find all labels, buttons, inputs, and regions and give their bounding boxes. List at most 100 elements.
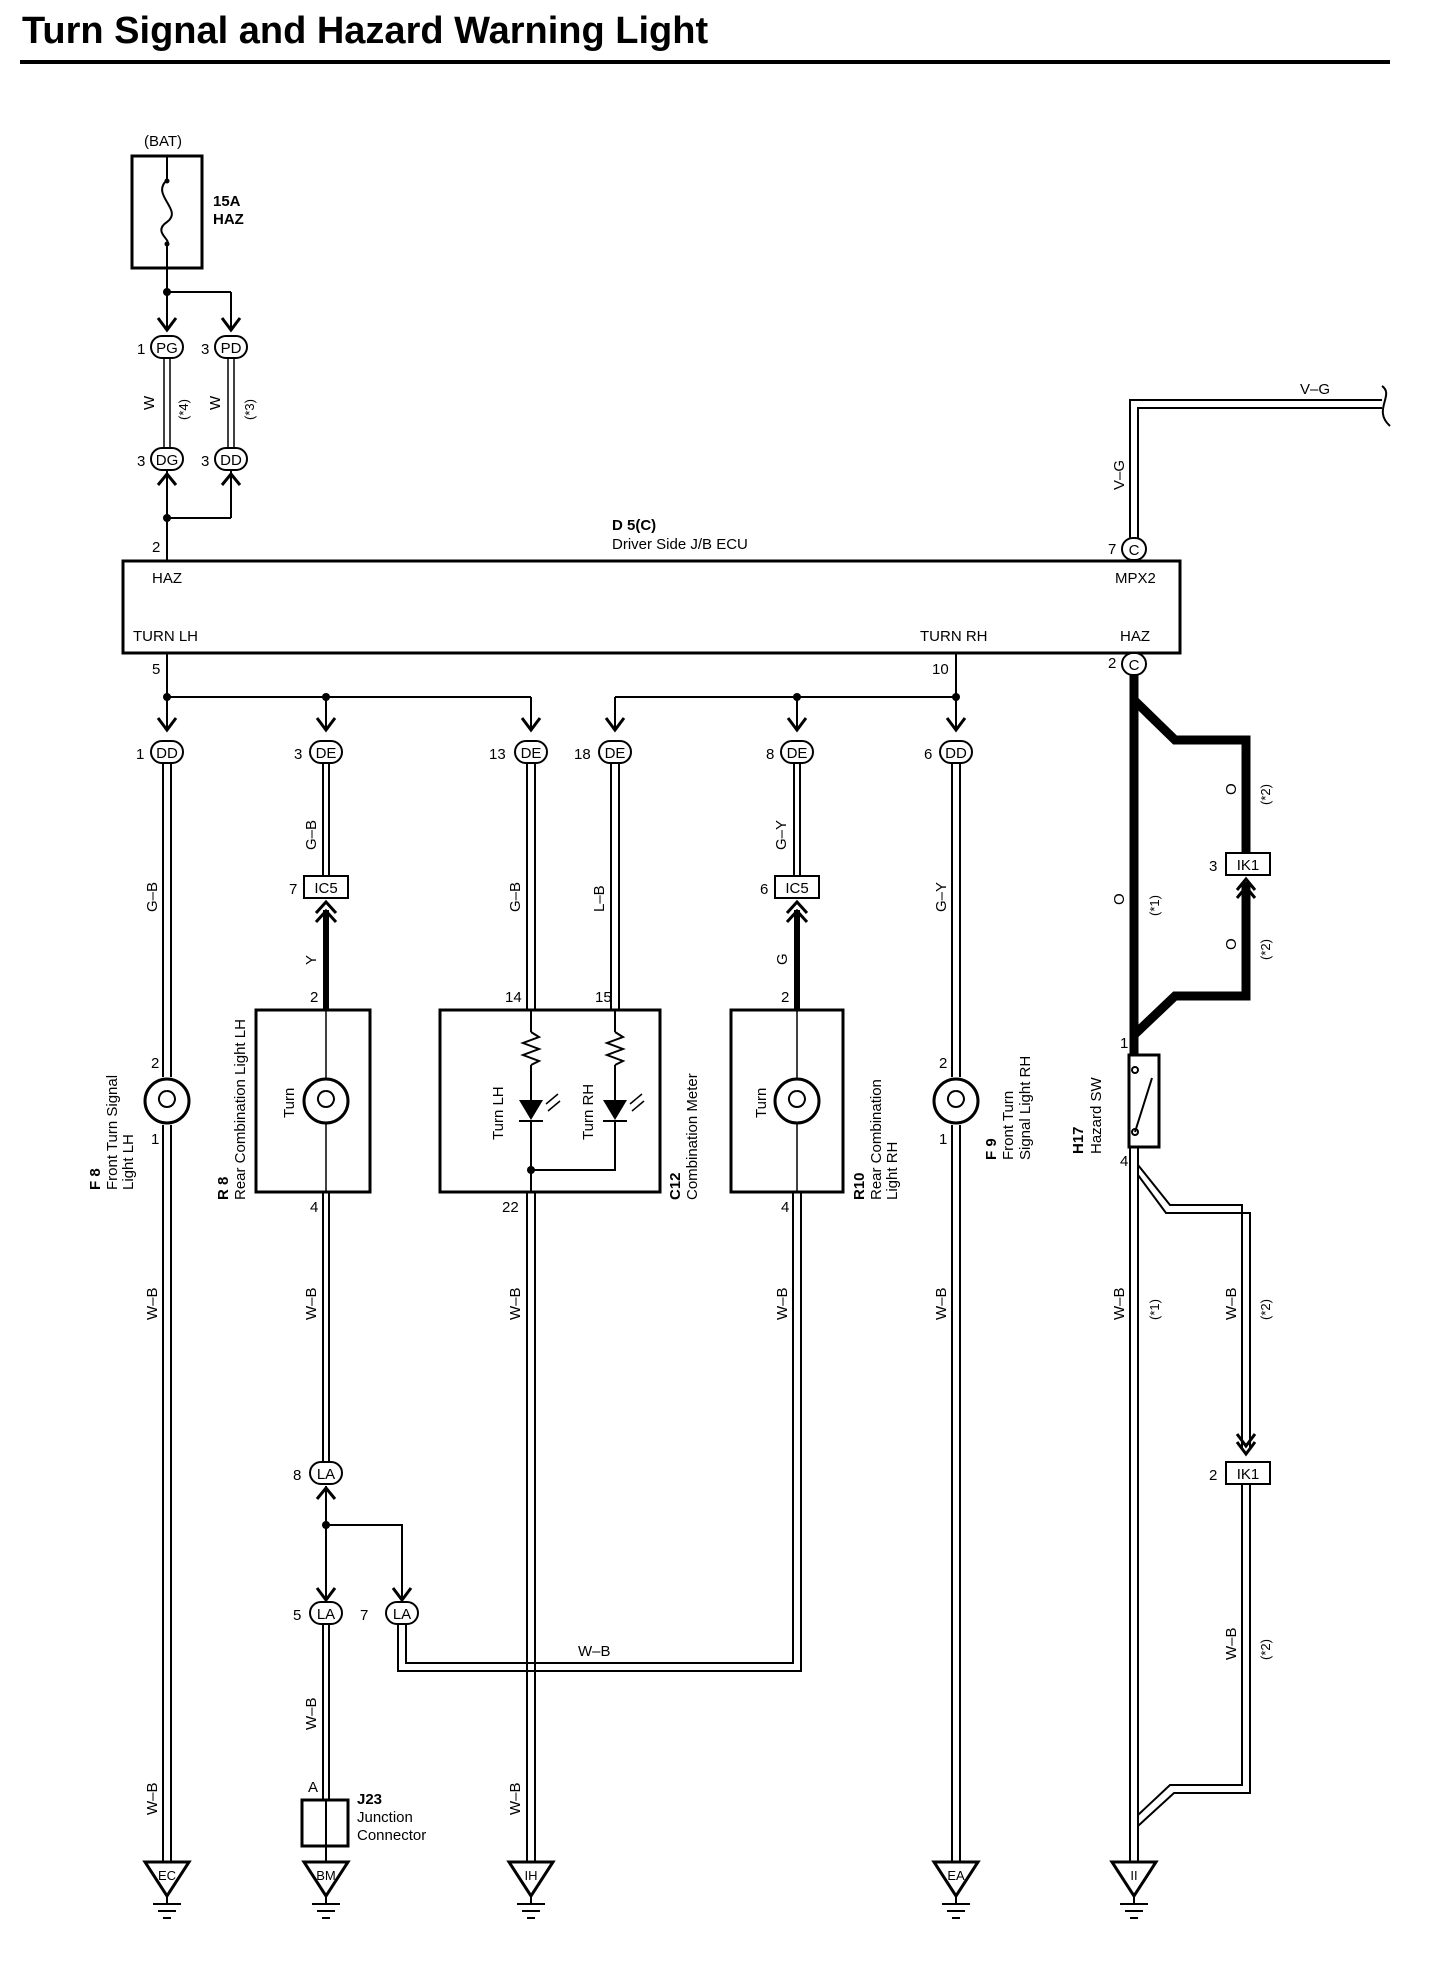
connector-pg-pin: 1 [137, 341, 145, 358]
connector-dd1: 1 DD [136, 740, 184, 764]
wire-label-r10-to-la: W–B [578, 1643, 611, 1660]
wire-label-gnd-f8: W–B [144, 1287, 161, 1320]
chevron-dd1 [156, 717, 178, 733]
wire-j23-in [322, 1624, 330, 1800]
wire-note-gnd-ik1: (*2) [1258, 1639, 1273, 1660]
wire-label-f8: G–B [144, 882, 161, 912]
f9-name2: Signal Light RH [1017, 1056, 1034, 1160]
chevron-pd [220, 317, 242, 333]
f8-code: F 8 [87, 1168, 104, 1190]
connector-pg-code: PG [156, 340, 178, 357]
chevron-ic5-7a [314, 899, 338, 915]
connector-ik1-3-pin: 3 [1209, 858, 1217, 875]
h17-pin-top: 1 [1120, 1035, 1128, 1052]
wire-label-mpx2-horizontal: V–G [1300, 381, 1330, 398]
wire-gnd-c12 [526, 1192, 536, 1862]
ecu-label-haz-right: HAZ [1120, 628, 1150, 645]
wire-gnd-f9 [951, 1125, 961, 1862]
ground-bm-label: BM [316, 1868, 336, 1883]
f8-name2: Light LH [120, 1134, 137, 1190]
connector-la5-pin: 5 [293, 1607, 301, 1624]
title-rule [20, 60, 1390, 64]
wire-label-gnd-ik1: W–B [1223, 1627, 1240, 1660]
r8-pin-top: 2 [310, 989, 318, 1006]
f8-pin-top: 2 [151, 1055, 159, 1072]
connector-ik1-2-pin: 2 [1209, 1467, 1217, 1484]
c12-code: C12 [667, 1172, 684, 1200]
connector-dd-top-pin: 3 [201, 453, 209, 470]
connector-pd-pin: 3 [201, 341, 209, 358]
connector-dd1-pin: 1 [136, 746, 144, 763]
chevron-ik1-3b [1235, 884, 1257, 899]
wire-gnd-r8 [322, 1192, 330, 1462]
connector-la7-code: LA [393, 1606, 411, 1623]
ground-ec-label: EC [158, 1868, 176, 1883]
r10-lamp-label: Turn [753, 1088, 770, 1118]
c12-led-rh-label: Turn RH [580, 1084, 597, 1140]
fuse-haz: (BAT) 15A HAZ [130, 133, 244, 270]
wire-gnd-f8 [162, 1125, 172, 1862]
connector-de18: 18 DE [574, 740, 632, 764]
ecu-label-mpx2: MPX2 [1115, 570, 1156, 587]
wire-pg-dg [163, 358, 171, 448]
connector-pd: 3 PD [201, 335, 248, 359]
connector-la5: 5 LA [293, 1601, 343, 1625]
wire-label-gnd-ih: W–B [507, 1782, 524, 1815]
connector-de13-pin: 13 [489, 746, 506, 763]
combination-meter-c12: 14 15 Turn LH [438, 989, 701, 1216]
fuse-rating-label: 15A [213, 193, 241, 210]
wire-label-fuse-pd: W [207, 395, 224, 410]
connector-ecu-c7-code: C [1129, 542, 1140, 559]
connector-la7: 7 LA [360, 1601, 419, 1625]
j23-name1: Junction [357, 1809, 413, 1826]
wire-gnd-h17-alt [1137, 1164, 1251, 1450]
ground-ii-icon: II [1109, 1860, 1159, 1919]
connector-la8: 8 LA [293, 1461, 343, 1485]
wire-r8-upper [322, 763, 330, 876]
connector-de8: 8 DE [766, 740, 814, 764]
r10-name1: Rear Combination [868, 1079, 885, 1200]
f8-pin-bottom: 1 [151, 1131, 159, 1148]
wire-label-gnd-f9: W–B [933, 1287, 950, 1320]
wire-gnd-ik1 [1137, 1484, 1251, 1827]
connector-dd6-code: DD [945, 745, 967, 762]
connector-dd6: 6 DD [924, 740, 973, 764]
r8-pin-bottom: 4 [310, 1199, 318, 1216]
connector-ik1-3-code: IK1 [1237, 857, 1260, 874]
connector-dg: 3 DG [137, 447, 184, 471]
chevron-ik1-2b [1235, 1441, 1257, 1457]
wire-label-r10-upper: G–Y [773, 820, 790, 850]
wire-r10-upper [793, 763, 801, 876]
connector-la8-pin: 8 [293, 1467, 301, 1484]
j23-code: J23 [357, 1791, 382, 1808]
connector-ik1-2: 2 IK1 [1209, 1461, 1271, 1485]
connector-la5-code: LA [317, 1606, 335, 1623]
connector-dd-top-code: DD [220, 452, 242, 469]
r8-lamp-label: Turn [281, 1088, 298, 1118]
chevron-la7 [391, 1587, 413, 1603]
ecu-name: Driver Side J/B ECU [612, 536, 748, 553]
connector-de3: 3 DE [294, 740, 343, 764]
connector-ic5-7-code: IC5 [314, 880, 337, 897]
wire-gnd-h17 [1129, 1147, 1139, 1862]
connector-de18-code: DE [605, 745, 626, 762]
ground-ec-icon: EC [142, 1860, 192, 1919]
wire-v-g [1129, 385, 1391, 538]
r10-code: R10 [851, 1172, 868, 1200]
fuse-source-label: (BAT) [144, 133, 182, 150]
chevron-pg [156, 317, 178, 333]
f9-pin-bottom: 1 [939, 1131, 947, 1148]
wire-note-gnd-h17-alt: (*2) [1258, 1299, 1273, 1320]
r10-name2: Light RH [884, 1142, 901, 1200]
ecu-pin-turn-lh: 5 [152, 661, 160, 678]
wire-r10-to-la [397, 1192, 802, 1672]
connector-de8-pin: 8 [766, 746, 774, 763]
wire-note-gnd-h17: (*1) [1147, 1299, 1162, 1320]
wire-label-mpx2-vertical: V–G [1111, 460, 1128, 490]
f8-name1: Front Turn Signal [104, 1075, 121, 1190]
c12-name: Combination Meter [684, 1073, 701, 1200]
c12-pin-rh: 15 [595, 989, 612, 1006]
ecu-pin-turn-rh: 10 [932, 661, 949, 678]
c12-led-lh-label: Turn LH [490, 1086, 507, 1140]
